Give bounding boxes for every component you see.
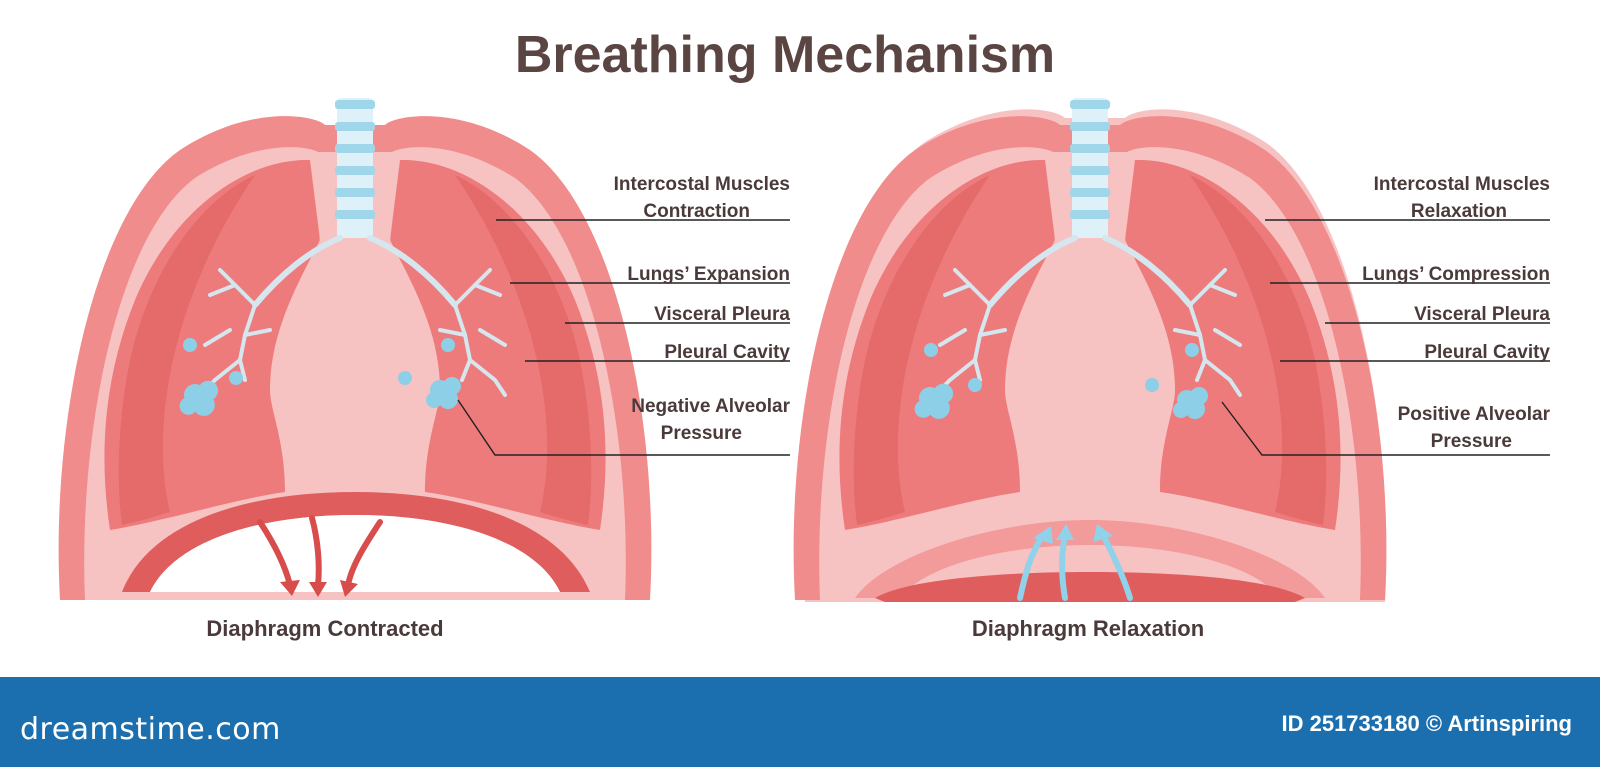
label-pleural-cavity: Pleural Cavity [1424, 342, 1550, 363]
right-caption: Diaphragm Relaxation [972, 616, 1204, 641]
footer-brand[interactable]: dreamstime.com [20, 712, 281, 747]
label-intercostal-muscles: Intercostal Muscles [614, 174, 790, 195]
left-thorax-diagram [59, 98, 652, 600]
right-leader-lines [1221, 219, 1550, 456]
arrowhead-icons [1033, 524, 1113, 544]
footer-credit: ID 251733180 © Artinspiring [1281, 711, 1572, 736]
arrowhead-icons [280, 580, 358, 597]
label-intercostal-muscles: Intercostal Muscles [1374, 174, 1550, 195]
label-visceral-pleura: Visceral Pleura [654, 304, 790, 325]
right-thorax-diagram [794, 98, 1387, 602]
right-labels: Intercostal Muscles Relaxation Lungs’ Co… [1362, 174, 1551, 452]
left-labels: Intercostal Muscles Contraction Lungs’ E… [614, 174, 791, 444]
footer-bar: dreamstime.com ID 251733180 © Artinspiri… [0, 677, 1600, 767]
up-arrow-icons [1017, 532, 1133, 601]
label-contraction: Contraction [643, 201, 750, 222]
diaphragm [122, 492, 590, 592]
label-negative-alveolar: Negative Alveolar [631, 396, 790, 417]
label-pressure: Pressure [661, 423, 742, 444]
left-caption: Diaphragm Contracted [206, 616, 443, 641]
label-pleural-cavity: Pleural Cavity [664, 342, 790, 363]
left-leader-lines [457, 219, 790, 456]
label-visceral-pleura: Visceral Pleura [1414, 304, 1550, 325]
diaphragm [855, 520, 1325, 598]
label-relaxation: Relaxation [1411, 201, 1507, 222]
label-pressure: Pressure [1431, 431, 1512, 452]
label-positive-alveolar: Positive Alveolar [1398, 404, 1551, 425]
page-title: Breathing Mechanism [515, 26, 1055, 84]
label-lungs-expansion: Lungs’ Expansion [627, 264, 790, 285]
label-lungs-compression: Lungs’ Compression [1362, 264, 1550, 285]
down-arrow-icons [257, 515, 383, 588]
